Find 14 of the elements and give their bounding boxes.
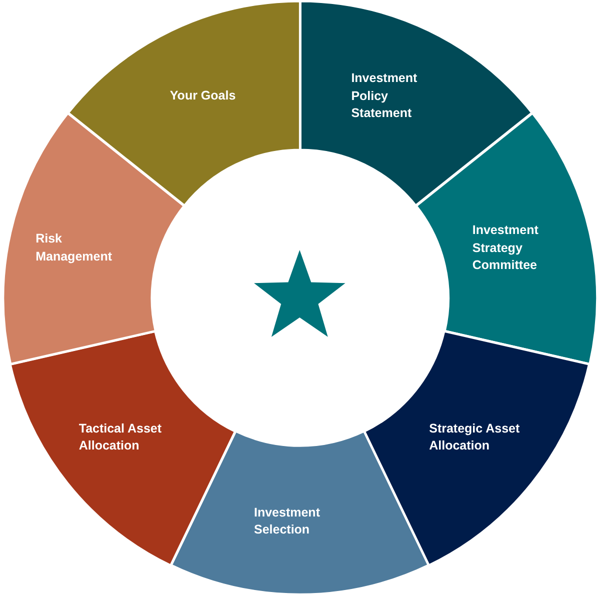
segment-label: Investment Selection [254,504,321,539]
segment-label: Risk Management [36,230,114,266]
donut-segment [10,330,236,566]
segment-label: Investment Policy Statement [351,70,418,122]
segment-label: Your Goals [170,87,236,104]
donut-segment [3,112,184,364]
donut-segment [364,330,590,566]
segment-label: Investment Strategy Committee [472,222,540,274]
segment-label: Strategic Asset Allocation [429,420,521,455]
donut-segment [68,1,300,206]
donut-segment [171,431,429,595]
segment-label: Tactical Asset Allocation [78,420,163,455]
donut-segment [416,112,597,364]
donut-segment [300,1,532,206]
